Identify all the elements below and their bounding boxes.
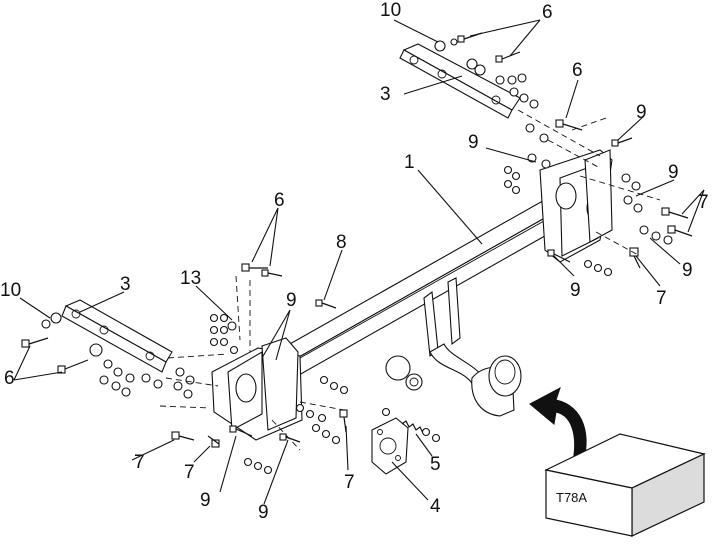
callout-9-right-1: 9 — [668, 162, 679, 183]
assembly-dash-lines — [159, 109, 661, 451]
callout-7-low-3: 7 — [344, 472, 355, 493]
callout-6-mid: 6 — [572, 60, 583, 81]
callout-3-top: 3 — [380, 84, 391, 105]
callout-4: 4 — [430, 496, 441, 517]
right-bracket — [539, 149, 613, 263]
callout-13: 13 — [180, 268, 201, 289]
callout-6-left-2: 6 — [4, 368, 15, 389]
callout-labels: 10 6 3 6 9 9 1 9 7 9 9 7 6 8 13 9 10 3 6… — [0, 0, 709, 523]
socket-plate — [371, 417, 409, 475]
callout-9-left: 9 — [286, 290, 297, 311]
callout-7-right-2: 7 — [656, 288, 667, 309]
callout-9-upper-left: 9 — [468, 132, 479, 153]
callout-10-top: 10 — [380, 0, 401, 21]
callout-9-upper-right: 9 — [636, 102, 647, 123]
plate-top-right — [399, 43, 521, 119]
callout-5: 5 — [430, 454, 441, 475]
callout-3-left: 3 — [120, 274, 131, 295]
cross-beam — [256, 197, 568, 389]
left-bracket — [211, 337, 303, 441]
callout-6-top: 6 — [542, 2, 553, 23]
callout-9-right-2: 9 — [682, 260, 693, 281]
tow-neck — [385, 277, 522, 417]
callout-7-right: 7 — [698, 192, 709, 213]
callout-9-low-2: 9 — [258, 502, 269, 523]
curved-arrow — [529, 386, 587, 467]
plate-left — [61, 299, 173, 373]
callout-9-low-1: 9 — [200, 490, 211, 511]
callout-1: 1 — [404, 152, 415, 173]
callout-9-right-3: 9 — [570, 280, 581, 301]
callout-7-low-1: 7 — [134, 452, 145, 473]
leader-lines — [13, 19, 705, 505]
callout-8: 8 — [336, 232, 347, 253]
callout-10-left: 10 — [0, 280, 21, 301]
model-box: T78A — [544, 433, 706, 537]
callout-6-left: 6 — [274, 190, 285, 211]
fasteners — [21, 32, 693, 475]
callout-7-low-2: 7 — [184, 462, 195, 483]
model-box-label: T78A — [556, 490, 587, 505]
